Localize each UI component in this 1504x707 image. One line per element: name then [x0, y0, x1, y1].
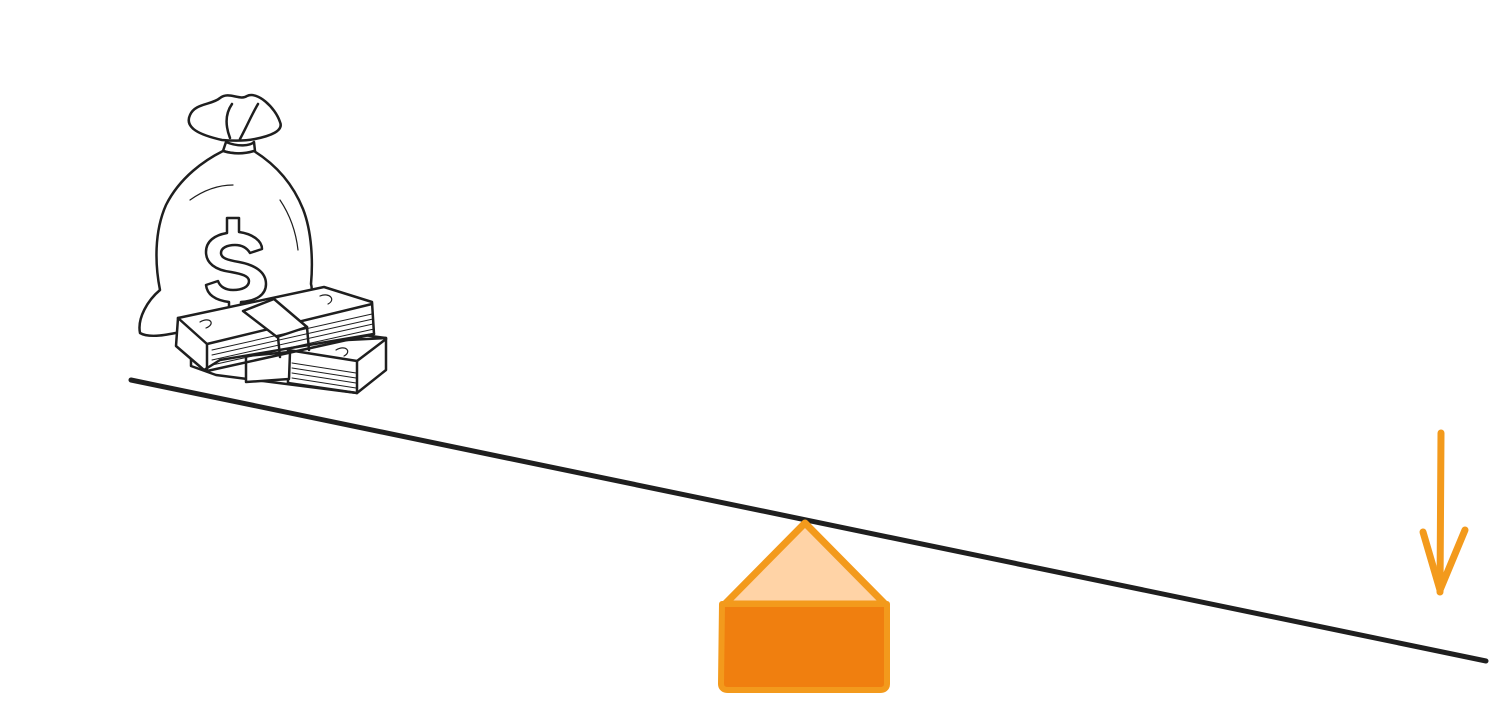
seesaw-beam: [128, 377, 1489, 664]
bag-crease: [279, 199, 299, 251]
bag-top-flaps: [187, 93, 282, 142]
bag-crease: [189, 184, 234, 201]
money-bag-with-cash-icon: [138, 93, 388, 395]
bag-flap-fold-2: [238, 102, 260, 141]
house-shaped-fulcrum-icon: [718, 519, 890, 693]
down-arrow-icon: [1419, 429, 1469, 596]
bag-flap-fold-1: [225, 102, 234, 140]
